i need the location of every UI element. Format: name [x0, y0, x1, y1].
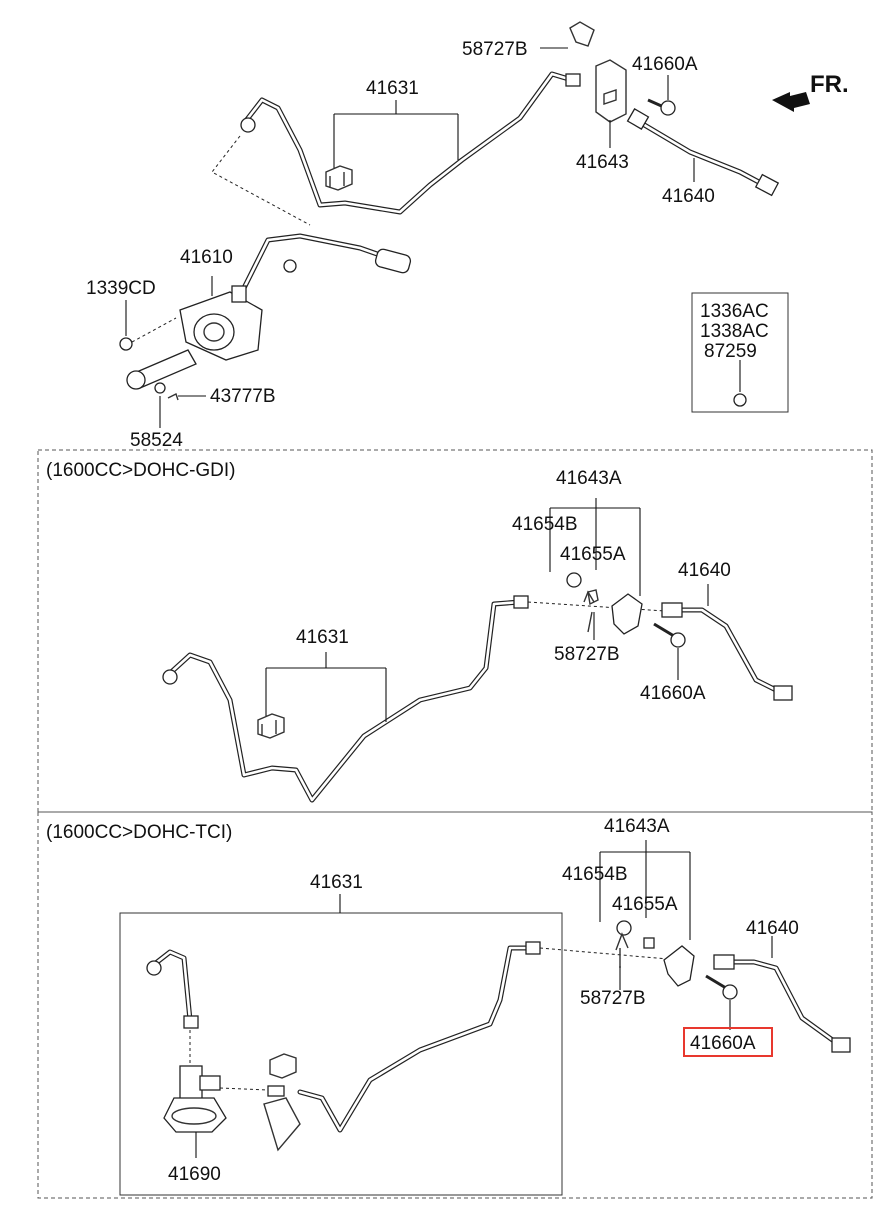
bracket-41643a-tci	[615, 920, 738, 1000]
tci-section: (1600CC>DOHC-TCI)	[37, 811, 873, 1199]
top-section: FR.	[86, 21, 849, 451]
inset-nut-icon	[733, 393, 747, 407]
tube-41631-tci	[146, 941, 541, 1152]
label-58524: 58524	[130, 430, 183, 451]
hose-41640-tci	[713, 954, 851, 1053]
nut-1339cd-shape	[119, 337, 133, 351]
bolt-41660a-top	[647, 98, 676, 116]
label-41660a-tci[interactable]: 41660A	[690, 1033, 756, 1054]
tube-41631-gdi	[162, 595, 529, 803]
label-43777b: 43777B	[210, 386, 276, 407]
label-58727b-tci: 58727B	[580, 988, 646, 1009]
label-41640-tci: 41640	[746, 918, 799, 939]
label-41631-gdi: 41631	[296, 627, 349, 648]
tci-inner-box	[119, 912, 563, 1196]
gdi-title: (1600CC>DOHC-GDI)	[46, 460, 236, 481]
label-41654b-tci: 41654B	[562, 864, 628, 885]
tci-section-frame	[37, 811, 873, 1199]
highlight-box-41660a[interactable]	[683, 1027, 773, 1057]
inset-line-3: 87259	[704, 341, 757, 362]
label-41655a-gdi: 41655A	[560, 544, 626, 565]
label-41640-gdi: 41640	[678, 560, 731, 581]
tci-title: (1600CC>DOHC-TCI)	[46, 822, 232, 843]
inset-line-1: 1336AC	[700, 301, 769, 322]
label-41610: 41610	[180, 247, 233, 268]
clip-41643-shape	[595, 59, 627, 123]
label-41660a-top: 41660A	[632, 54, 698, 75]
label-41631-tci: 41631	[310, 872, 363, 893]
label-58727b-gdi: 58727B	[554, 644, 620, 665]
inset-box	[691, 292, 789, 413]
label-41643a-gdi: 41643A	[556, 468, 622, 489]
label-41690: 41690	[168, 1164, 221, 1185]
label-41631-top: 41631	[366, 78, 419, 99]
hose-41640-top	[626, 108, 780, 197]
master-cylinder-41610	[126, 233, 412, 390]
gdi-section: (1600CC>DOHC-GDI) 41643A	[37, 449, 873, 813]
front-label: FR.	[810, 71, 849, 98]
tube-41631-top	[240, 71, 581, 215]
label-41643-top: 41643	[576, 152, 629, 173]
inset-line-2: 1338AC	[700, 321, 769, 342]
label-58727b-top: 58727B	[462, 39, 528, 60]
label-41654b-gdi: 41654B	[512, 514, 578, 535]
label-41655a-tci: 41655A	[612, 894, 678, 915]
gdi-section-frame	[37, 449, 873, 813]
front-arrow-icon	[772, 92, 810, 112]
bracket-58727b-shape	[569, 21, 595, 47]
damper-41690	[163, 1065, 227, 1133]
label-41660a-gdi: 41660A	[640, 683, 706, 704]
bracket-41643a-gdi	[566, 572, 686, 648]
hose-41640-gdi	[661, 602, 793, 701]
label-1339cd: 1339CD	[86, 278, 156, 299]
label-41643a-tci: 41643A	[604, 816, 670, 837]
label-41640-top: 41640	[662, 186, 715, 207]
